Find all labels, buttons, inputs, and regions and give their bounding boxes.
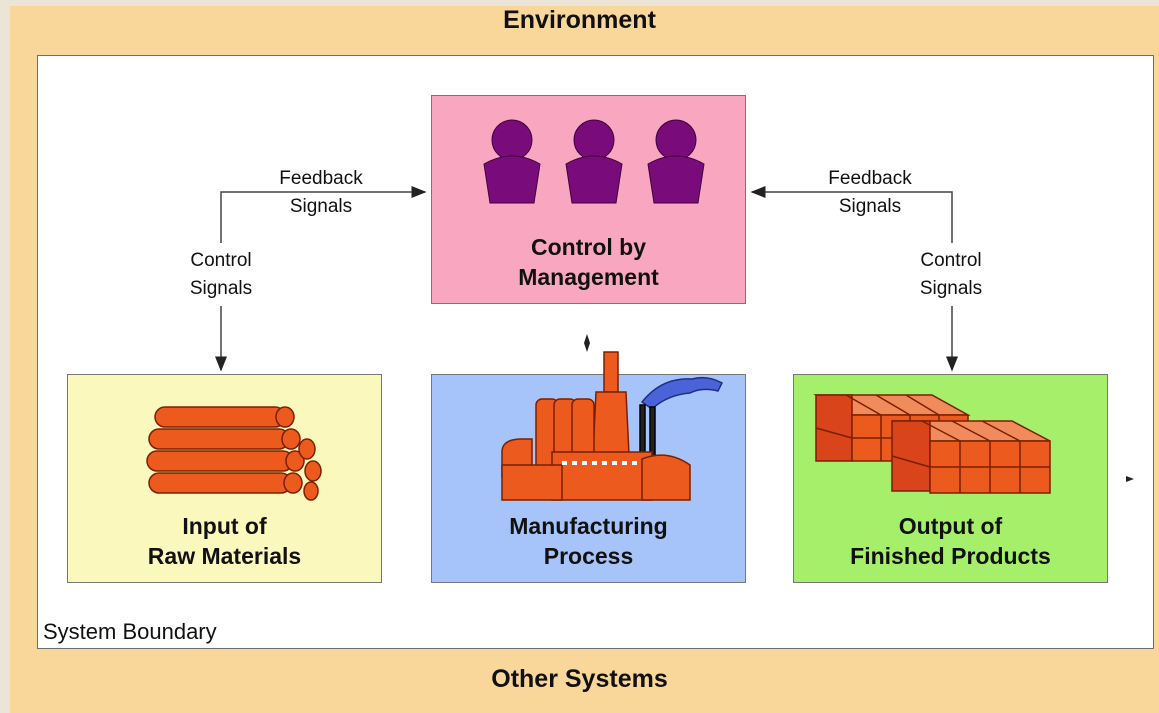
environment-label: Environment	[503, 6, 656, 34]
left-feedback-arrow	[220, 186, 427, 243]
factory-icon	[501, 351, 723, 501]
output-box: Output of Finished Products	[793, 374, 1108, 583]
input-box: Input of Raw Materials	[67, 374, 382, 583]
input-label-line1: Input of	[182, 513, 267, 539]
output-label-line2: Finished Products	[850, 543, 1051, 569]
people-icon	[483, 119, 705, 204]
system-boundary-label: System Boundary	[43, 619, 217, 644]
output-label-line1: Output of	[898, 513, 1003, 539]
manufacturing-label-line1: Manufacturing	[509, 513, 668, 539]
right-control-line2: Signals	[919, 278, 983, 299]
manufacturing-box: Manufacturing Process	[431, 351, 746, 583]
small-marker-right	[1126, 476, 1134, 482]
right-control-line1: Control	[920, 250, 982, 271]
right-feedback-line2: Signals	[838, 196, 902, 217]
right-feedback-line1: Feedback	[828, 168, 912, 189]
right-feedback-label: Feedback Signals	[800, 165, 940, 221]
left-control-line2: Signals	[189, 278, 253, 299]
logs-icon	[146, 406, 322, 501]
left-control-line1: Control	[190, 250, 252, 271]
left-feedback-line2: Signals	[289, 196, 353, 217]
left-control-label: Control Signals	[151, 247, 291, 303]
left-feedback-label: Feedback Signals	[251, 165, 391, 221]
right-feedback-arrow	[750, 186, 953, 243]
manufacturing-label-line2: Process	[543, 543, 634, 569]
input-label-line2: Raw Materials	[147, 543, 302, 569]
left-feedback-line1: Feedback	[279, 168, 363, 189]
other-systems-label: Other Systems	[491, 665, 668, 693]
small-marker-mfg	[584, 334, 590, 352]
management-box: Control by Management	[431, 95, 746, 304]
boxes-icon	[813, 394, 1051, 494]
management-label-line2: Management	[518, 264, 659, 290]
management-label-line1: Control by	[531, 234, 646, 260]
right-control-label: Control Signals	[881, 247, 1021, 303]
